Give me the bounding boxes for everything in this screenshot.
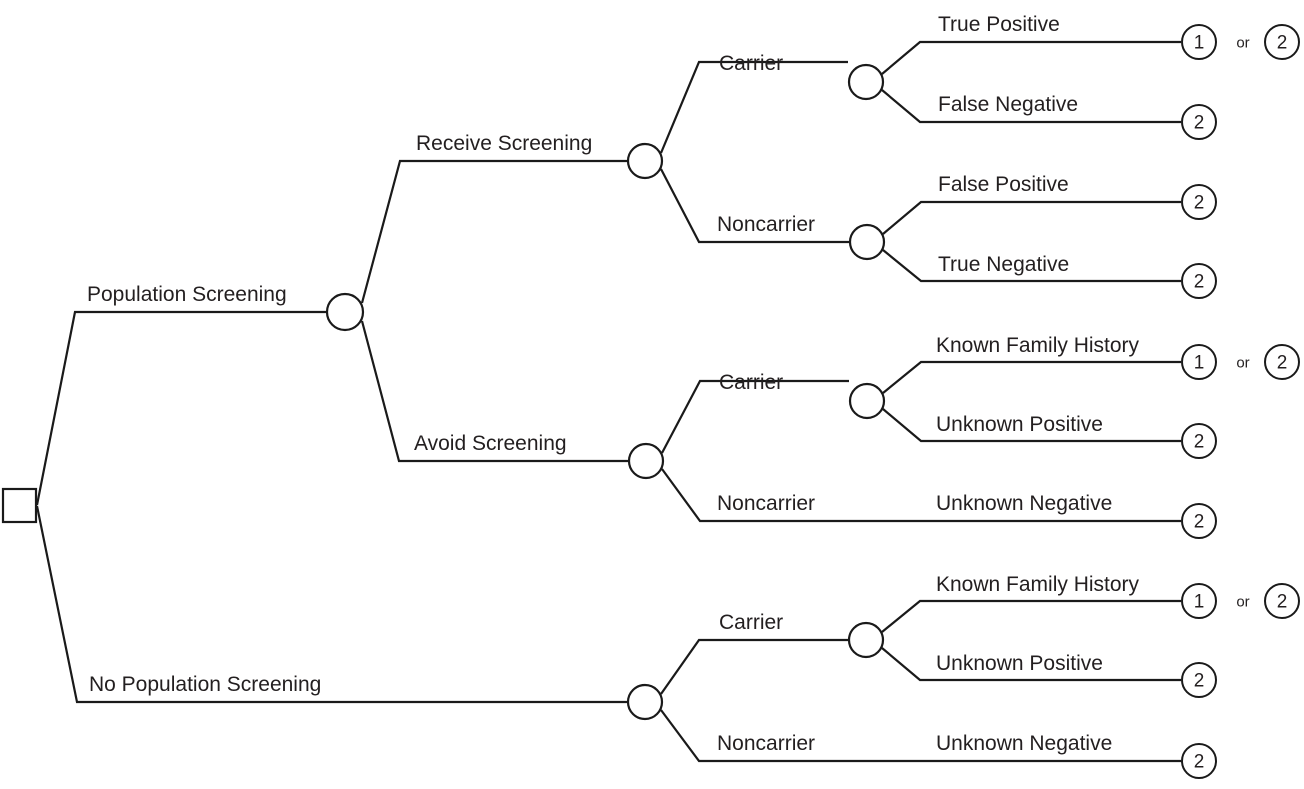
terminal-node-known-family-history-2-alt[interactable] (1264, 583, 1300, 619)
chance-node-avoid-carrier[interactable] (848, 382, 886, 420)
edge-known-family-history-1 (882, 360, 1181, 394)
chance-node-no-population-screening[interactable] (626, 683, 664, 721)
terminal-node-true-positive-alt[interactable] (1264, 24, 1300, 60)
label-true-positive: True Positive (938, 13, 1060, 36)
terminal-node-false-positive[interactable] (1181, 184, 1217, 220)
terminal-value-known-family-history-2: 1 (1194, 592, 1205, 613)
terminal-node-known-family-history-2[interactable] (1181, 583, 1217, 619)
or-connector-true-positive: or (1236, 35, 1249, 52)
edge-to-receive-screening (360, 159, 627, 304)
terminal-node-known-family-history-1-alt[interactable] (1264, 344, 1300, 380)
label-false-positive: False Positive (938, 173, 1069, 196)
label-noncarrier-avoid: Noncarrier (717, 492, 815, 515)
label-false-negative: False Negative (938, 93, 1078, 116)
terminal-value-known-family-history-2-alt: 2 (1277, 592, 1288, 613)
edge-receive-carrier (659, 60, 848, 154)
terminal-value-unknown-positive-1: 2 (1194, 432, 1205, 453)
label-receive-screening: Receive Screening (416, 132, 592, 155)
terminal-value-unknown-negative-1: 2 (1194, 512, 1205, 533)
label-population-screening: Population Screening (87, 283, 287, 306)
chance-node-receive-screening[interactable] (626, 142, 664, 180)
terminal-node-unknown-positive-2[interactable] (1181, 662, 1217, 698)
terminal-value-known-family-history-1: 1 (1194, 353, 1205, 374)
edge-to-avoid-screening (360, 320, 628, 463)
label-carrier-avoid: Carrier (719, 371, 783, 394)
chance-node-population-screening[interactable] (325, 292, 365, 332)
label-true-negative: True Negative (938, 253, 1069, 276)
terminal-node-true-negative[interactable] (1181, 263, 1217, 299)
edge-false-positive (882, 200, 1181, 235)
edge-root-to-no-population-screening (35, 505, 628, 704)
chance-node-receive-noncarrier[interactable] (848, 223, 886, 261)
label-known-family-history-avoid: Known Family History (936, 334, 1140, 357)
label-known-family-history-nops: Known Family History (936, 573, 1140, 596)
terminal-value-unknown-negative-2: 2 (1194, 752, 1205, 773)
label-noncarrier-receive: Noncarrier (717, 213, 815, 236)
terminal-node-unknown-negative-2[interactable] (1181, 743, 1217, 779)
label-carrier-nops: Carrier (719, 611, 783, 634)
terminal-node-unknown-positive-1[interactable] (1181, 423, 1217, 459)
terminal-value-false-positive: 2 (1194, 193, 1205, 214)
terminal-value-unknown-positive-2: 2 (1194, 671, 1205, 692)
terminal-node-known-family-history-1[interactable] (1181, 344, 1217, 380)
edge-true-positive (881, 40, 1181, 75)
terminal-value-false-negative: 2 (1194, 113, 1205, 134)
or-connector-known-family-history-1: or (1236, 355, 1249, 372)
terminal-node-unknown-negative-1[interactable] (1181, 503, 1217, 539)
edge-avoid-carrier (661, 379, 849, 454)
label-unknown-negative-nops: Unknown Negative (936, 732, 1112, 755)
edge-true-negative (882, 249, 1181, 283)
terminal-value-known-family-history-1-alt: 2 (1277, 353, 1288, 374)
chance-node-avoid-screening[interactable] (627, 442, 665, 480)
edge-nops-carrier (660, 638, 848, 695)
edge-root-to-population-screening (35, 310, 330, 506)
terminal-value-true-negative: 2 (1194, 272, 1205, 293)
terminal-node-false-negative[interactable] (1181, 104, 1217, 140)
edge-known-family-history-2 (881, 599, 1181, 633)
label-unknown-positive-avoid: Unknown Positive (936, 413, 1103, 436)
chance-node-receive-carrier[interactable] (847, 63, 885, 101)
or-connector-known-family-history-2: or (1236, 594, 1249, 611)
label-unknown-positive-nops: Unknown Positive (936, 652, 1103, 675)
edge-false-negative (881, 89, 1181, 124)
label-unknown-negative-avoid: Unknown Negative (936, 492, 1112, 515)
label-no-population-screening: No Population Screening (89, 673, 321, 696)
terminal-value-true-positive-alt: 2 (1277, 33, 1288, 54)
label-carrier-receive: Carrier (719, 52, 783, 75)
edge-receive-noncarrier (660, 168, 849, 244)
edge-unknown-positive-2 (881, 647, 1181, 682)
terminal-node-true-positive[interactable] (1181, 24, 1217, 60)
chance-node-nops-carrier[interactable] (847, 621, 885, 659)
root-decision-node[interactable] (1, 487, 38, 524)
label-avoid-screening: Avoid Screening (414, 432, 567, 455)
edge-unknown-positive-1 (882, 408, 1181, 443)
label-noncarrier-nops: Noncarrier (717, 732, 815, 755)
terminal-value-true-positive: 1 (1194, 33, 1205, 54)
edge-nops-noncarrier (660, 709, 1181, 763)
edge-avoid-noncarrier (661, 468, 1181, 523)
